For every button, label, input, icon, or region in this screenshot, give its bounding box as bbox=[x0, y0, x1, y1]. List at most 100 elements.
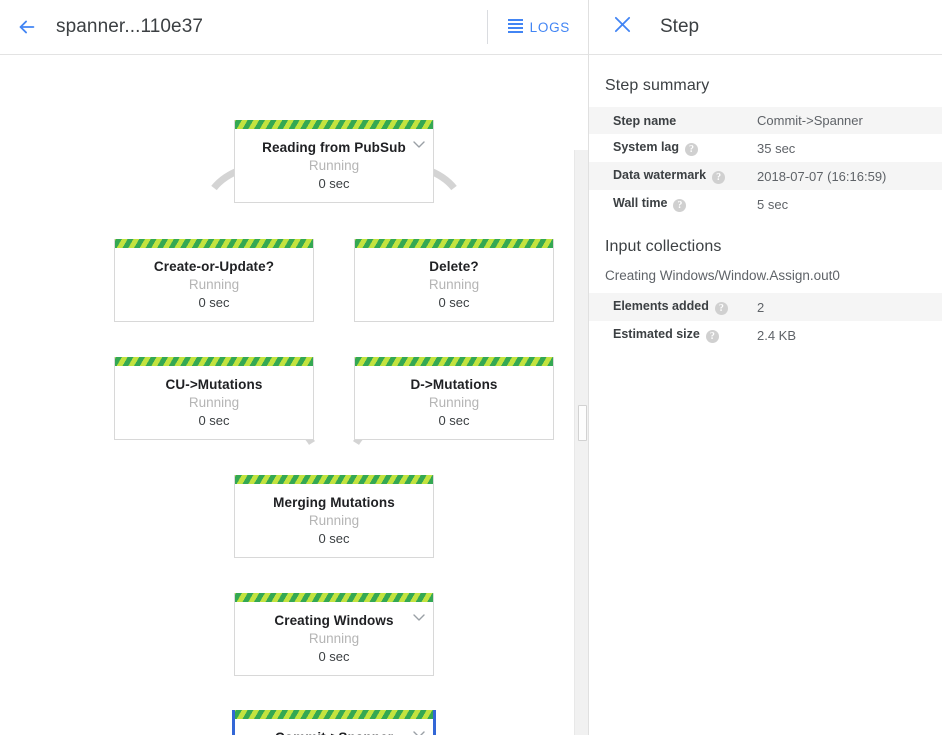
node-status: Running bbox=[428, 277, 480, 292]
input-collections-heading: Input collections bbox=[605, 238, 722, 255]
chevron-down-icon[interactable] bbox=[412, 137, 426, 151]
help-icon[interactable]: ? bbox=[712, 171, 726, 184]
node-status-stripe bbox=[235, 475, 433, 484]
graph-node-commit-spanner[interactable]: Commit->Spanner Part running 5 sec bbox=[232, 710, 436, 735]
row-key-label: Step name bbox=[613, 113, 677, 128]
chevron-down-icon[interactable] bbox=[412, 610, 426, 624]
chevron-down-icon[interactable] bbox=[412, 727, 426, 735]
page-title: spanner...110e37 bbox=[56, 16, 204, 37]
node-status-stripe bbox=[355, 357, 553, 366]
table-row: Data watermark? 2018-07-07 (16:16:59) bbox=[589, 162, 942, 190]
graph-node-reading-from-pubsub[interactable]: Reading from PubSub Running 0 sec bbox=[234, 120, 434, 203]
node-status: Running bbox=[308, 513, 360, 528]
close-button[interactable] bbox=[607, 12, 637, 42]
graph-vertical-scrollbar[interactable] bbox=[574, 150, 588, 735]
node-title: Commit->Spanner bbox=[243, 729, 425, 735]
step-summary-heading: Step summary bbox=[605, 77, 710, 94]
node-title: Delete? bbox=[429, 259, 479, 274]
node-status-stripe bbox=[115, 357, 313, 366]
step-panel-content: Step summary Step name Commit->Spanner S… bbox=[589, 55, 942, 349]
step-details-panel: Step Step summary Step name Commit->Span… bbox=[589, 0, 942, 735]
node-time: 0 sec bbox=[198, 413, 230, 428]
close-icon bbox=[613, 15, 632, 39]
node-title: Merging Mutations bbox=[273, 495, 395, 510]
table-row: Wall time? 5 sec bbox=[589, 190, 942, 218]
node-title: Reading from PubSub bbox=[262, 140, 406, 155]
node-status-stripe bbox=[235, 710, 433, 719]
node-body: CU->Mutations Running 0 sec bbox=[115, 366, 313, 439]
graph-node-delete[interactable]: Delete? Running 0 sec bbox=[354, 239, 554, 322]
table-row: Elements added? 2 bbox=[589, 293, 942, 321]
graph-canvas[interactable]: Reading from PubSub Running 0 sec Create… bbox=[0, 55, 588, 735]
row-key-label: Estimated size bbox=[613, 327, 700, 341]
row-key: Estimated size? bbox=[589, 321, 757, 349]
arrow-left-icon bbox=[16, 16, 38, 38]
row-value: 5 sec bbox=[757, 196, 789, 212]
graph-node-d-mutations[interactable]: D->Mutations Running 0 sec bbox=[354, 357, 554, 440]
row-value: 35 sec bbox=[757, 140, 796, 156]
help-icon[interactable]: ? bbox=[673, 199, 687, 212]
node-body: Delete? Running 0 sec bbox=[355, 248, 553, 321]
row-value: 2 bbox=[757, 299, 765, 315]
node-body: Create-or-Update? Running 0 sec bbox=[115, 248, 313, 321]
back-button[interactable] bbox=[10, 10, 44, 44]
node-body: Merging Mutations Running 0 sec bbox=[235, 484, 433, 557]
row-key-label: Elements added bbox=[613, 299, 709, 313]
node-status-stripe bbox=[355, 239, 553, 248]
row-key: System lag? bbox=[589, 134, 757, 162]
row-key-label: Data watermark bbox=[613, 168, 707, 182]
node-time: 0 sec bbox=[438, 413, 470, 428]
node-body: Creating Windows Running 0 sec bbox=[235, 602, 433, 675]
node-time: 0 sec bbox=[318, 176, 350, 191]
node-title: CU->Mutations bbox=[165, 377, 263, 392]
help-icon[interactable]: ? bbox=[714, 302, 728, 315]
node-status: Running bbox=[188, 395, 240, 410]
node-status-stripe bbox=[115, 239, 313, 248]
logs-button[interactable]: LOGS bbox=[488, 0, 588, 54]
node-body: Commit->Spanner Part running 5 sec bbox=[235, 719, 433, 735]
node-title: D->Mutations bbox=[410, 377, 498, 392]
input-collections-table: Elements added? 2 Estimated size? 2.4 KB bbox=[589, 293, 942, 349]
row-value: 2018-07-07 (16:16:59) bbox=[757, 168, 887, 184]
graph-node-cu-mutations[interactable]: CU->Mutations Running 0 sec bbox=[114, 357, 314, 440]
row-key: Data watermark? bbox=[589, 162, 757, 190]
logs-button-label: LOGS bbox=[529, 19, 570, 35]
node-body: Reading from PubSub Running 0 sec bbox=[235, 129, 433, 202]
node-time: 0 sec bbox=[318, 649, 350, 664]
step-summary-table: Step name Commit->Spanner System lag? 35… bbox=[589, 107, 942, 218]
graph-node-create-or-update[interactable]: Create-or-Update? Running 0 sec bbox=[114, 239, 314, 322]
node-status-stripe bbox=[235, 593, 433, 602]
top-toolbar: spanner...110e37 LOGS bbox=[0, 0, 588, 55]
row-key: Wall time? bbox=[589, 190, 757, 218]
node-status: Running bbox=[428, 395, 480, 410]
node-time: 0 sec bbox=[438, 295, 470, 310]
node-title: Creating Windows bbox=[274, 613, 394, 628]
graph-scrollbar-thumb[interactable] bbox=[578, 405, 587, 441]
graph-node-merging-mutations[interactable]: Merging Mutations Running 0 sec bbox=[234, 475, 434, 558]
graph-node-creating-windows[interactable]: Creating Windows Running 0 sec bbox=[234, 593, 434, 676]
node-time: 0 sec bbox=[198, 295, 230, 310]
input-collection-name: Creating Windows/Window.Assign.out0 bbox=[605, 268, 840, 283]
node-status: Running bbox=[188, 277, 240, 292]
job-graph-pane: spanner...110e37 LOGS bbox=[0, 0, 589, 735]
row-key-label: Wall time bbox=[613, 196, 668, 210]
row-key: Elements added? bbox=[589, 293, 757, 321]
row-value: Commit->Spanner bbox=[757, 113, 863, 128]
table-row: System lag? 35 sec bbox=[589, 134, 942, 162]
section-spacer bbox=[589, 218, 942, 238]
table-row: Step name Commit->Spanner bbox=[589, 107, 942, 134]
row-key-label: System lag bbox=[613, 140, 680, 154]
node-status-stripe bbox=[235, 120, 433, 129]
logs-list-icon bbox=[507, 18, 523, 36]
row-key: Step name bbox=[589, 107, 757, 134]
help-icon[interactable]: ? bbox=[705, 330, 719, 343]
help-icon[interactable]: ? bbox=[685, 143, 699, 156]
node-title: Create-or-Update? bbox=[153, 259, 275, 274]
toolbar-divider bbox=[486, 10, 488, 44]
table-row: Estimated size? 2.4 KB bbox=[589, 321, 942, 349]
node-status: Running bbox=[308, 631, 360, 646]
step-panel-header: Step bbox=[589, 0, 942, 55]
step-panel-title: Step bbox=[660, 16, 700, 37]
toolbar-actions: LOGS bbox=[486, 0, 588, 54]
node-status: Running bbox=[308, 158, 360, 173]
